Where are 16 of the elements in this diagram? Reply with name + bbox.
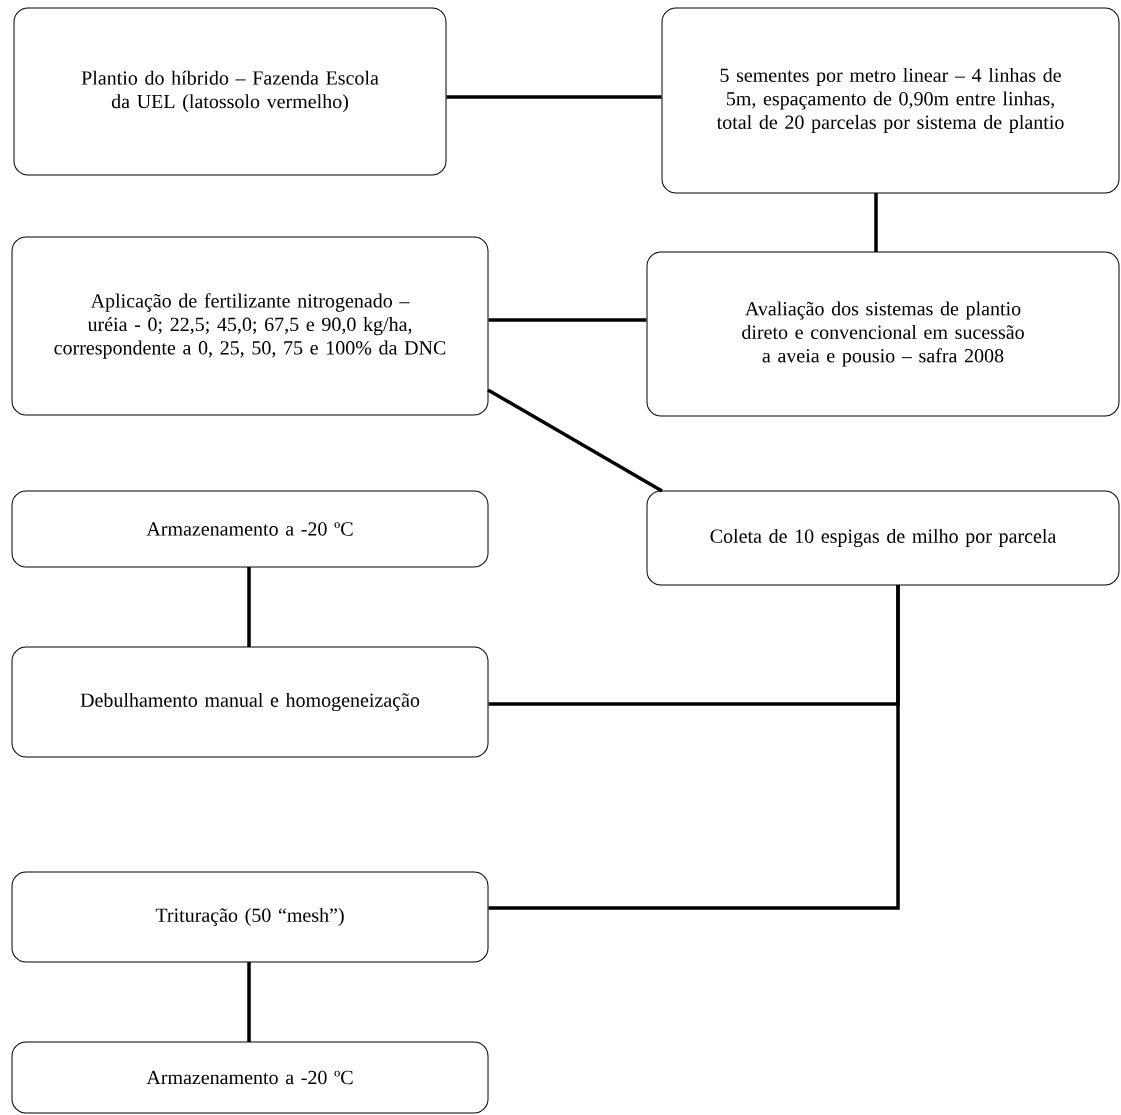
process-box: 5 sementes por metro linear – 4 linhas de 5m, espaçamento de 0,90m entre linhas, total de 20 parcelas por sistema de plantio (661, 7, 1120, 194)
process-box: Armazenamento a -20 ºC (11, 1041, 489, 1114)
process-box: Plantio do híbrido – Fazenda Escola da UEL (latossolo vermelho) (13, 7, 447, 176)
connector-line (488, 585, 900, 910)
process-box: Trituração (50 “mesh”) (11, 871, 489, 963)
process-box: Armazenamento a -20 ºC (11, 490, 489, 568)
connector-line (247, 567, 251, 647)
connector-line (487, 388, 663, 493)
process-box: Avaliação dos sistemas de plantio direto e convencional em sucessão a aveia e pousio – safra 2008 (646, 251, 1120, 417)
connector-line (874, 193, 878, 252)
connector-line (446, 95, 662, 99)
process-box: Debulhamento manual e homogeneização (11, 646, 489, 758)
connector-line (247, 962, 251, 1042)
connector-line (488, 318, 647, 322)
process-box: Aplicação de fertilizante nitrogenado – uréia - 0; 22,5; 45,0; 67,5 e 90,0 kg/ha, correspondente a 0, 25, 50, 75 e 100% da DNC (11, 236, 489, 416)
process-box: Coleta de 10 espigas de milho por parcela (646, 490, 1120, 586)
